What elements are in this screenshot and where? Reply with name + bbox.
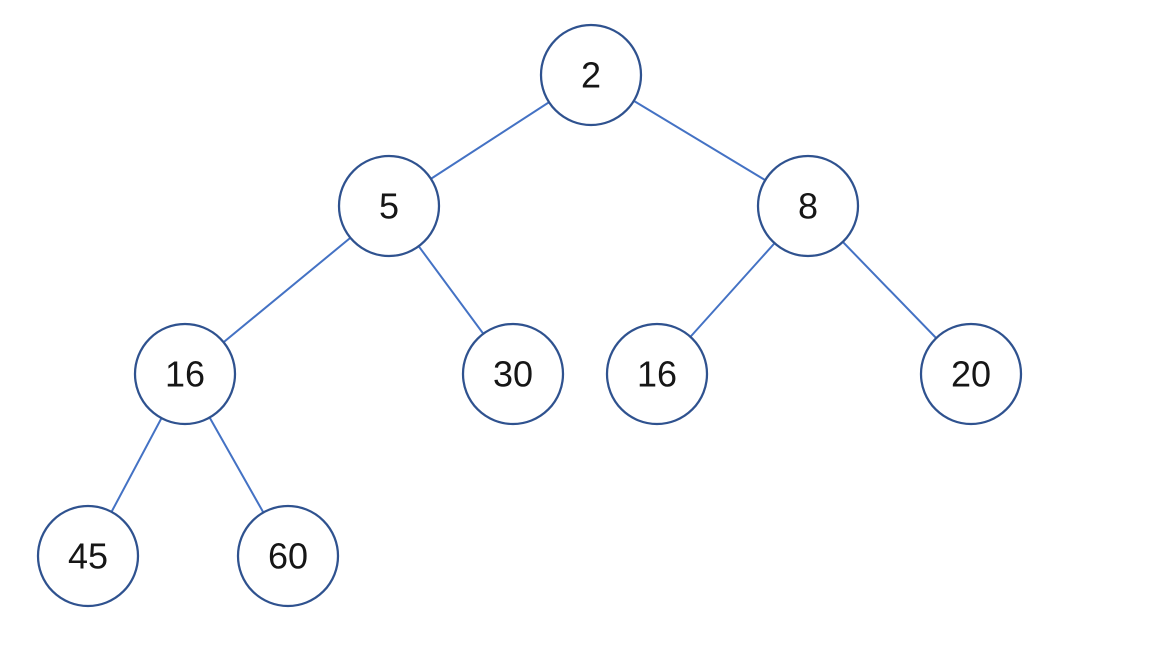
tree-node-n2: 2: [539, 23, 643, 127]
tree-node-n20: 20: [919, 322, 1023, 426]
tree-node-n5: 5: [337, 154, 441, 258]
node-circle: [236, 504, 340, 608]
node-circle: [337, 154, 441, 258]
node-label: 16: [637, 354, 677, 395]
tree-node-n16b: 16: [605, 322, 709, 426]
tree-node-n16a: 16: [133, 322, 237, 426]
node-label: 30: [493, 354, 533, 395]
node-circle: [36, 504, 140, 608]
node-label: 20: [951, 354, 991, 395]
node-label: 5: [379, 186, 399, 227]
node-circle: [539, 23, 643, 127]
node-label: 60: [268, 536, 308, 577]
node-circle: [756, 154, 860, 258]
tree-node-n45: 45: [36, 504, 140, 608]
tree-node-n30: 30: [461, 322, 565, 426]
node-circle: [919, 322, 1023, 426]
tree-node-n8: 8: [756, 154, 860, 258]
node-label: 8: [798, 186, 818, 227]
node-label: 16: [165, 354, 205, 395]
node-label: 2: [581, 55, 601, 96]
node-circle: [133, 322, 237, 426]
node-circle: [605, 322, 709, 426]
tree-node-n60: 60: [236, 504, 340, 608]
node-label: 45: [68, 536, 108, 577]
node-circle: [461, 322, 565, 426]
